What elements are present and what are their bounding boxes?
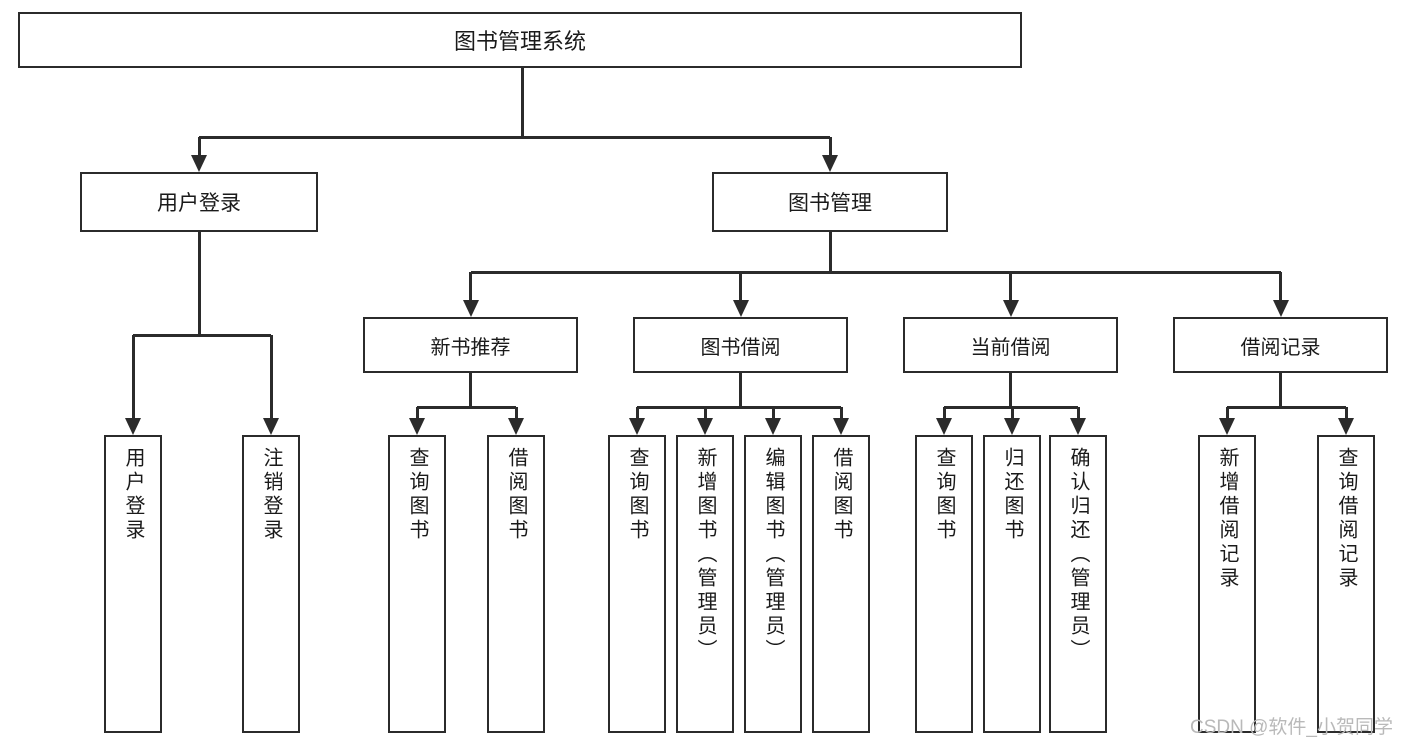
connector-to-leaf-user-login — [131, 335, 135, 418]
node-leaf-return-book: 归还图书 — [983, 435, 1041, 733]
node-leaf-add-record: 新增借阅记录 — [1198, 435, 1256, 733]
connector-to-leaf-add-book — [703, 407, 707, 418]
node-new-book-recommend: 新书推荐 — [363, 317, 578, 373]
node-leaf-confirm-return-label: 确认归还（管理员） — [1067, 447, 1089, 663]
connector-book-borrow-stem — [739, 373, 742, 407]
node-current-borrow: 当前借阅 — [903, 317, 1118, 373]
node-leaf-query-book-rec: 查询图书 — [388, 435, 446, 733]
node-leaf-user-logout-label: 注销登录 — [260, 447, 282, 543]
connector-to-book-borrow — [739, 272, 742, 300]
node-leaf-add-book: 新增图书（管理员） — [676, 435, 734, 733]
node-book-management: 图书管理 — [712, 172, 948, 232]
connector-to-leaf-query-book-rec — [415, 407, 419, 418]
connector-bookmgmt-stem — [828, 232, 832, 272]
arrowhead-to-new-book-recommend — [462, 300, 479, 317]
arrowhead-to-leaf-user-logout — [263, 418, 279, 435]
connector-to-borrow-record — [1279, 272, 1282, 300]
arrowhead-to-user-login — [191, 155, 207, 172]
connector-to-book-management — [828, 137, 832, 155]
node-leaf-add-record-label: 新增借阅记录 — [1216, 447, 1238, 591]
arrowhead-to-book-management — [822, 155, 838, 172]
node-user-login: 用户登录 — [80, 172, 318, 232]
connector-user-login-bus — [133, 333, 271, 337]
arrowhead-to-leaf-query-book-borrow — [629, 418, 645, 435]
arrowhead-to-borrow-record — [1272, 300, 1289, 317]
node-leaf-query-book-rec-label: 查询图书 — [406, 447, 428, 543]
connector-to-leaf-borrow-book — [839, 407, 843, 418]
node-root-system-label: 图书管理系统 — [453, 29, 586, 54]
node-leaf-user-logout: 注销登录 — [242, 435, 300, 733]
arrowhead-to-leaf-add-book — [697, 418, 713, 435]
arrowhead-to-leaf-query-record — [1338, 418, 1354, 435]
connector-current-borrow-stem — [1009, 373, 1012, 407]
watermark: CSDN @软件_小贺同学 — [1190, 717, 1393, 738]
connector-to-leaf-edit-book — [771, 407, 775, 418]
node-leaf-borrow-book: 借阅图书 — [812, 435, 870, 733]
connector-borrow-record-bus — [1227, 405, 1346, 409]
connector-new-book-recommend-stem — [469, 373, 472, 407]
node-leaf-query-record-label: 查询借阅记录 — [1335, 447, 1357, 591]
node-leaf-user-login: 用户登录 — [104, 435, 162, 733]
connector-bookmgmt-bus — [470, 270, 1281, 274]
connector-user-login-stem — [197, 232, 201, 335]
node-book-borrow: 图书借阅 — [633, 317, 848, 373]
connector-to-leaf-user-logout — [269, 335, 273, 418]
node-user-login-label: 用户登录 — [157, 192, 241, 215]
arrowhead-to-leaf-confirm-return — [1070, 418, 1086, 435]
connector-borrow-record-stem — [1279, 373, 1282, 407]
node-leaf-user-login-label: 用户登录 — [122, 447, 144, 543]
node-leaf-query-book-cur: 查询图书 — [915, 435, 973, 733]
node-leaf-borrow-book-rec-label: 借阅图书 — [505, 447, 527, 543]
node-book-management-label: 图书管理 — [788, 192, 872, 215]
arrowhead-to-current-borrow — [1002, 300, 1019, 317]
connector-to-leaf-query-record — [1344, 407, 1348, 418]
arrowhead-to-leaf-borrow-book-rec — [508, 418, 524, 435]
connector-to-leaf-query-book-borrow — [635, 407, 639, 418]
node-book-borrow-label: 图书借阅 — [700, 336, 781, 359]
node-leaf-borrow-book-rec: 借阅图书 — [487, 435, 545, 733]
node-leaf-query-book-cur-label: 查询图书 — [933, 447, 955, 543]
node-root-system: 图书管理系统 — [18, 12, 1022, 68]
node-leaf-borrow-book-label: 借阅图书 — [830, 447, 852, 543]
arrowhead-to-book-borrow — [732, 300, 749, 317]
node-new-book-recommend-label: 新书推荐 — [430, 336, 511, 359]
arrowhead-to-leaf-add-record — [1219, 418, 1235, 435]
connector-book-borrow-bus — [637, 405, 841, 409]
node-borrow-record-label: 借阅记录 — [1240, 336, 1321, 359]
connector-to-leaf-return-book — [1010, 407, 1014, 418]
arrowhead-to-leaf-borrow-book — [833, 418, 849, 435]
connector-to-leaf-add-record — [1225, 407, 1229, 418]
arrowhead-to-leaf-user-login — [125, 418, 141, 435]
connector-to-leaf-borrow-book-rec — [514, 407, 518, 418]
connector-root-bus — [199, 135, 830, 139]
connector-to-user-login — [197, 137, 201, 155]
connector-to-new-book-recommend — [469, 272, 472, 300]
node-leaf-query-record: 查询借阅记录 — [1317, 435, 1375, 733]
node-leaf-return-book-label: 归还图书 — [1001, 447, 1023, 543]
connector-new-book-recommend-bus — [417, 405, 516, 409]
node-current-borrow-label: 当前借阅 — [970, 336, 1051, 359]
connector-to-leaf-confirm-return — [1076, 407, 1080, 418]
node-leaf-edit-book: 编辑图书（管理员） — [744, 435, 802, 733]
node-leaf-query-book-borrow-label: 查询图书 — [626, 447, 648, 543]
connector-root-stem — [520, 68, 524, 137]
arrowhead-to-leaf-return-book — [1004, 418, 1020, 435]
node-leaf-edit-book-label: 编辑图书（管理员） — [762, 447, 784, 663]
arrowhead-to-leaf-edit-book — [765, 418, 781, 435]
node-borrow-record: 借阅记录 — [1173, 317, 1388, 373]
arrowhead-to-leaf-query-book-rec — [409, 418, 425, 435]
connector-to-current-borrow — [1009, 272, 1012, 300]
node-leaf-confirm-return: 确认归还（管理员） — [1049, 435, 1107, 733]
node-leaf-add-book-label: 新增图书（管理员） — [694, 447, 716, 663]
arrowhead-to-leaf-query-book-cur — [936, 418, 952, 435]
connector-to-leaf-query-book-cur — [942, 407, 946, 418]
node-leaf-query-book-borrow: 查询图书 — [608, 435, 666, 733]
